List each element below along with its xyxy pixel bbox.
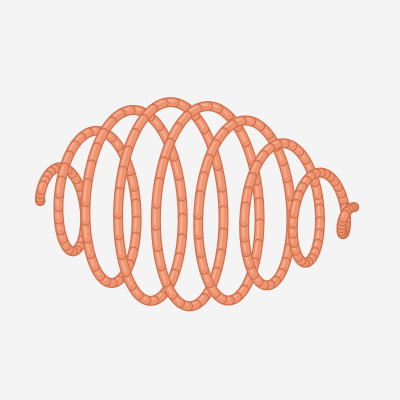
tube-segment-highlight xyxy=(242,203,246,222)
tube-segment-highlight xyxy=(256,199,260,223)
tube-segment-highlight xyxy=(154,179,160,204)
tube-segment-highlight xyxy=(115,189,120,214)
tube-segment-highlight xyxy=(196,192,201,215)
helix-coil xyxy=(34,97,360,312)
tube-segment-highlight xyxy=(117,167,123,192)
tube-segment xyxy=(55,176,65,198)
tube-segment xyxy=(290,200,300,218)
tube-segment xyxy=(339,210,349,222)
tube-segment-highlight xyxy=(156,158,164,182)
tube-segment xyxy=(37,181,47,194)
tube-segment-highlight xyxy=(341,212,346,218)
tube-segment-highlight xyxy=(39,182,43,190)
tube-segment-highlight xyxy=(291,201,296,214)
tube-segment xyxy=(152,178,163,208)
tube-segment-highlight xyxy=(83,180,88,202)
tube-segment-highlight xyxy=(57,177,62,194)
